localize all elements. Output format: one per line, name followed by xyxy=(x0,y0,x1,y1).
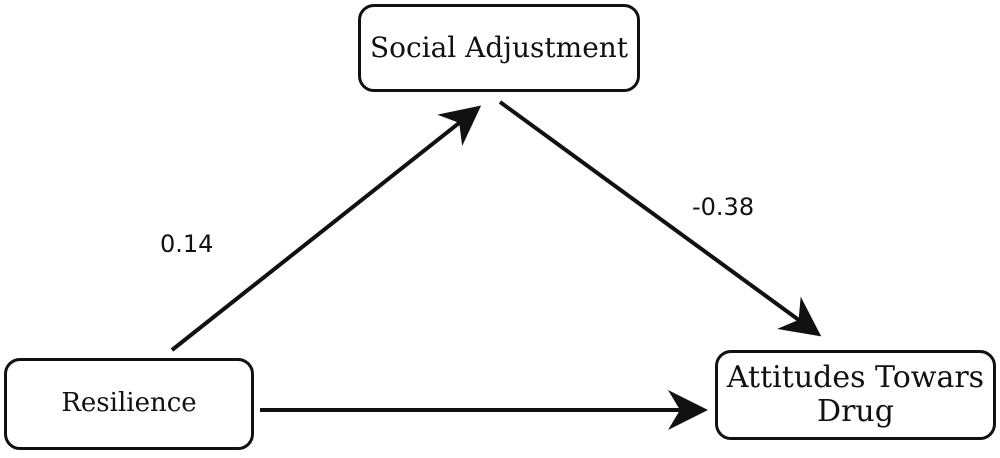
arrow-social-adjustment-to-attitudes xyxy=(498,100,822,337)
edge-label-social-attitudes: -0.38 xyxy=(692,193,755,221)
node-attitudes-label: Attitudes Towars Drug xyxy=(726,360,985,429)
arrow-resilience-to-social-adjustment xyxy=(170,105,482,352)
node-social-adjustment-label: Social Adjustment xyxy=(369,31,629,65)
node-attitudes-towards-drug: Attitudes Towars Drug xyxy=(715,350,996,440)
node-resilience-label: Resilience xyxy=(61,388,197,419)
node-resilience: Resilience xyxy=(4,358,254,450)
edge-label-resilience-social: 0.14 xyxy=(160,230,214,258)
node-social-adjustment: Social Adjustment xyxy=(358,4,640,92)
